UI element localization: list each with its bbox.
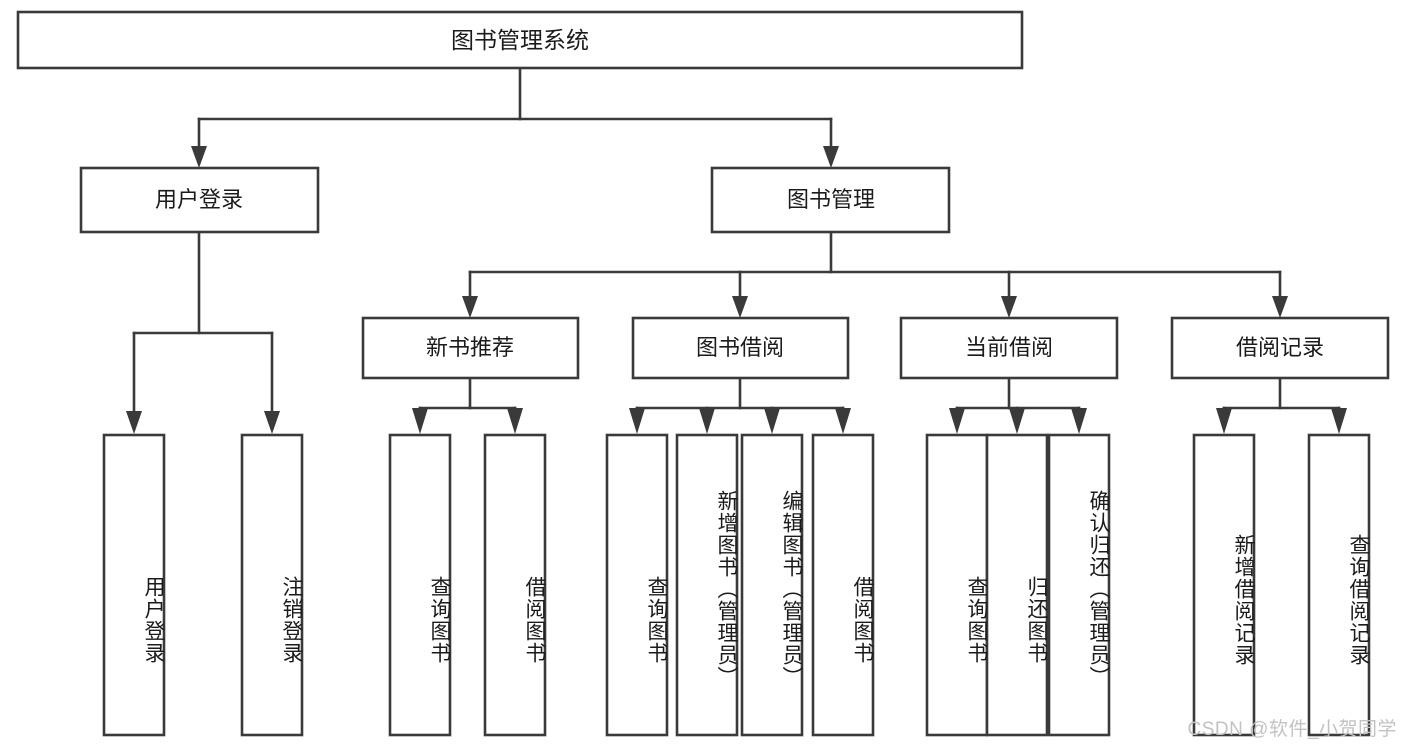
node-user-login-label: 用户登录 [155, 187, 243, 212]
leaf-node-edit-book[interactable] [740, 433, 804, 737]
leaf-node-add-book[interactable] [675, 433, 739, 737]
connector-currentborrow-to-leaves [949, 376, 1087, 434]
leaf-node-query-record[interactable] [1307, 433, 1371, 737]
node-book-management[interactable]: 图书管理 [710, 166, 951, 234]
node-current-borrow[interactable]: 当前借阅 [899, 316, 1119, 380]
leaf-node-user-logout[interactable] [240, 433, 304, 737]
leaf-node-query-book-3[interactable] [925, 433, 989, 737]
leaf-node-add-record[interactable] [1192, 433, 1256, 737]
node-current-borrow-label: 当前借阅 [965, 335, 1053, 360]
leaf-node-return-book[interactable] [985, 433, 1049, 737]
leaf-node-user-login[interactable] [102, 433, 166, 737]
connector-borrowrecord-to-leaves [1216, 376, 1347, 434]
connector-bookmgmt-to-level3 [462, 230, 1288, 318]
leaf-node-query-book-2[interactable] [605, 433, 669, 737]
node-borrow-record-label: 借阅记录 [1236, 335, 1324, 360]
leaf-node-confirm-return[interactable] [1047, 433, 1111, 737]
leaf-node-borrow-book-2[interactable] [811, 433, 875, 737]
node-book-borrow-label: 图书借阅 [696, 335, 784, 360]
csdn-watermark: CSDN @软件_小贺同学 [1187, 719, 1397, 740]
connector-bookborrow-to-leaves [629, 376, 851, 434]
node-root[interactable]: 图书管理系统 [16, 10, 1024, 70]
leaf-node-borrow-book-1[interactable] [483, 433, 547, 737]
node-borrow-record[interactable]: 借阅记录 [1170, 316, 1390, 380]
node-user-login[interactable]: 用户登录 [79, 166, 320, 234]
leaf-node-query-book-1[interactable] [388, 433, 452, 737]
node-root-label: 图书管理系统 [451, 27, 589, 53]
connector-newbook-to-leaves [412, 376, 523, 434]
node-new-book-recommend[interactable]: 新书推荐 [361, 316, 580, 380]
node-book-borrow[interactable]: 图书借阅 [631, 316, 850, 380]
node-book-management-label: 图书管理 [787, 187, 875, 212]
connector-root-to-level2 [191, 66, 839, 168]
connector-userlogin-to-leaves [126, 230, 280, 434]
node-new-book-recommend-label: 新书推荐 [426, 335, 514, 360]
